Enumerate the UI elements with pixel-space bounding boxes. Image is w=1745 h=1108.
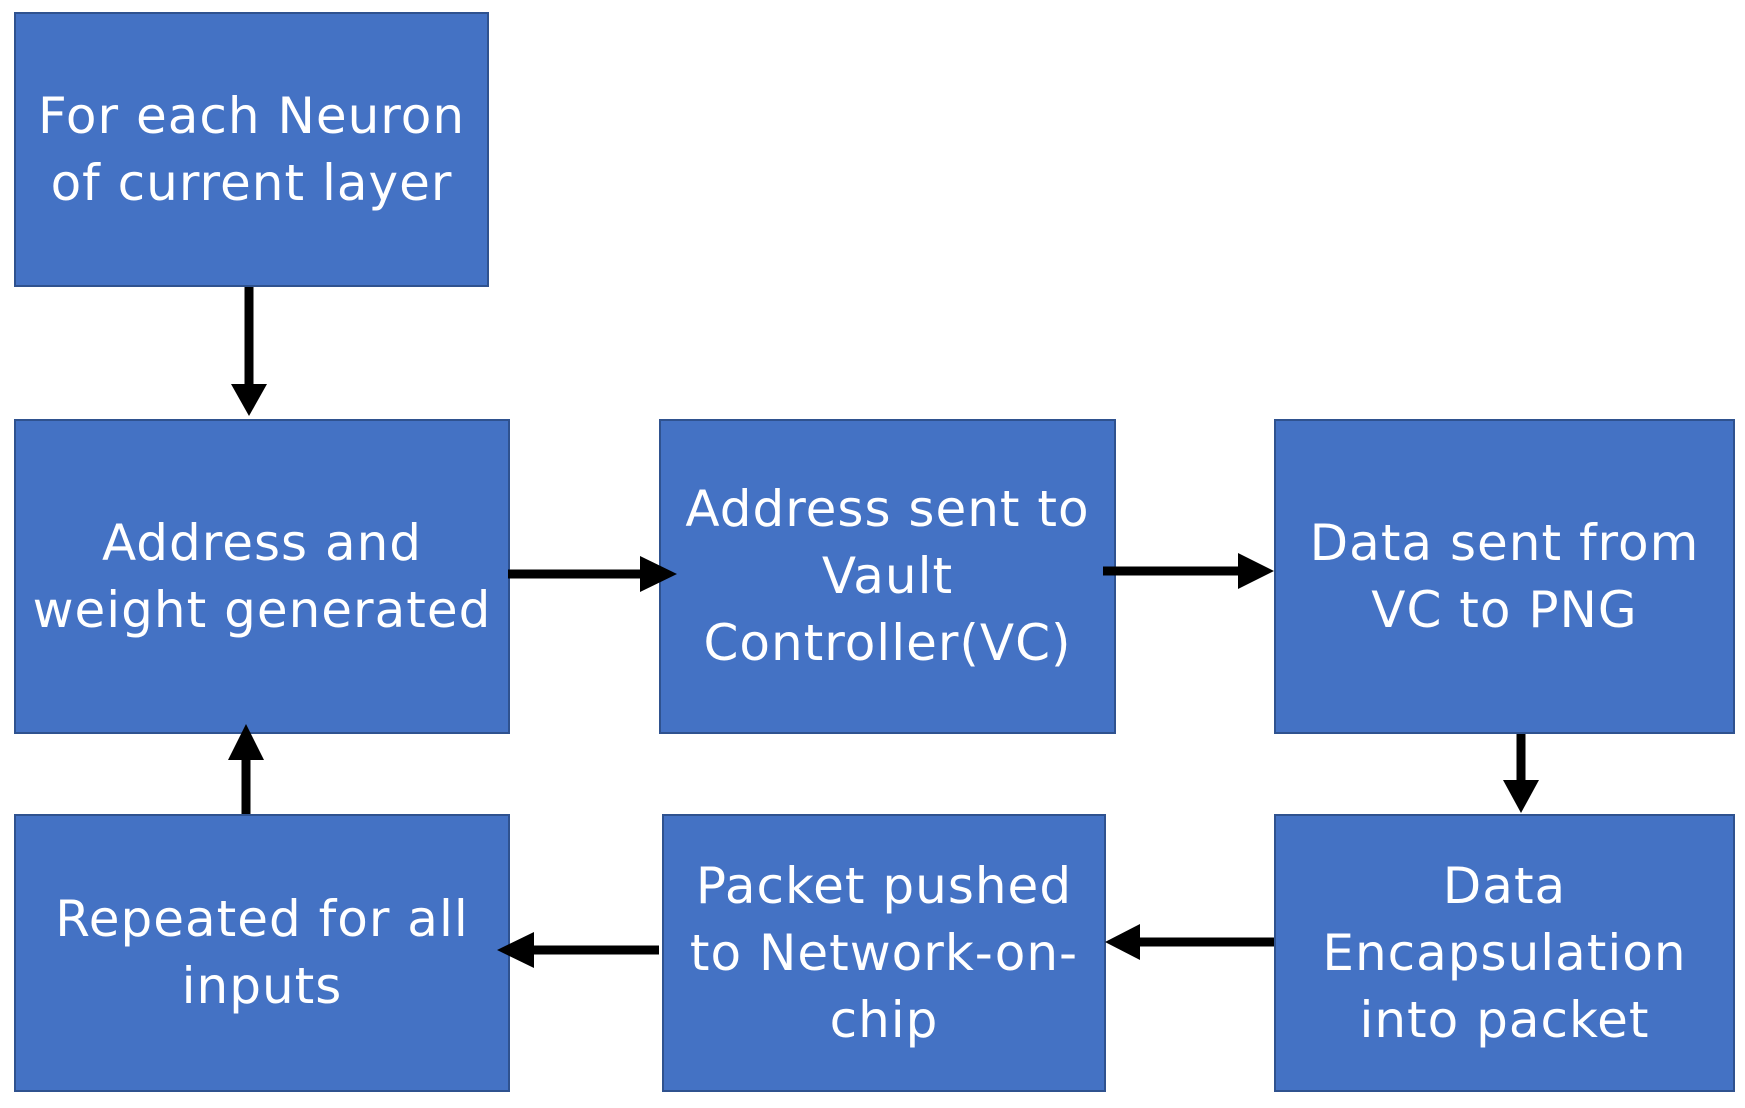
box-address-weight-generated-label: Address and weight generated — [32, 513, 492, 639]
box-for-each-neuron: For each Neuron of current layer — [14, 12, 489, 287]
box-data-encapsulation: Data Encapsulation into packet — [1274, 814, 1735, 1092]
arrow-address-to-vc — [508, 556, 677, 592]
box-address-sent-to-vc: Address sent to Vault Controller(VC) — [659, 419, 1116, 734]
box-data-encapsulation-label: Data Encapsulation into packet — [1322, 856, 1687, 1049]
arrow-vc-to-data-sent — [1103, 553, 1274, 589]
box-data-sent-vc-to-png: Data sent from VC to PNG — [1274, 419, 1735, 734]
arrow-repeated-to-address — [228, 724, 264, 814]
box-packet-pushed-noc-label: Packet pushed to Network-on- chip — [689, 856, 1079, 1049]
box-packet-pushed-noc: Packet pushed to Network-on- chip — [662, 814, 1106, 1092]
box-for-each-neuron-label: For each Neuron of current layer — [37, 86, 466, 212]
arrow-data-sent-to-encapsulation — [1503, 734, 1539, 813]
box-repeated-for-all-inputs-label: Repeated for all inputs — [55, 890, 469, 1015]
arrow-encapsulation-to-packet — [1105, 924, 1274, 960]
box-address-sent-to-vc-label: Address sent to Vault Controller(VC) — [685, 480, 1090, 672]
arrow-packet-to-repeated — [497, 932, 659, 968]
arrow-neuron-to-address — [231, 287, 267, 416]
box-data-sent-vc-to-png-label: Data sent from VC to PNG — [1309, 513, 1700, 639]
